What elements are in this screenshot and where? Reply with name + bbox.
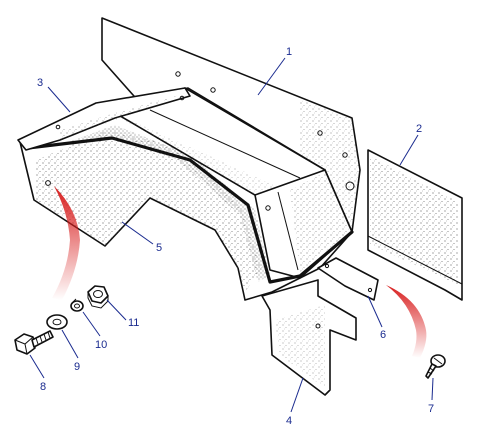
bracket-hole (324, 263, 330, 269)
bracket-hole (367, 287, 373, 293)
seal-strip (26, 136, 354, 284)
leader-11 (106, 299, 127, 321)
callout-5: 5 (156, 242, 162, 254)
moulding-hole (55, 124, 61, 130)
leader-2 (399, 134, 419, 166)
callout-4: 4 (286, 415, 292, 427)
rear-panel-hole (342, 152, 348, 158)
fit-direction-arrow (52, 186, 80, 300)
spring-washer-part-10 (70, 298, 84, 312)
rear-panel-hole (317, 130, 323, 136)
rear-panel-hole (210, 87, 216, 93)
screw-part-7 (425, 354, 446, 379)
callout-6: 6 (380, 329, 386, 341)
bolt-part-8 (14, 330, 54, 355)
callout-8: 8 (40, 381, 46, 393)
callout-7: 7 (428, 403, 434, 415)
side-flap-part-2 (367, 149, 463, 301)
nut-part-11 (87, 285, 109, 309)
leader-1 (257, 57, 286, 96)
fit-direction-arrow (386, 285, 427, 358)
flap-hole (315, 323, 321, 329)
leader-10 (82, 311, 101, 337)
wheel-arch-panel-part-5 (19, 87, 354, 301)
callout-9: 9 (74, 361, 80, 373)
leader-7 (431, 377, 434, 401)
leader-8 (29, 354, 45, 379)
leader-6 (367, 295, 383, 328)
mud-flap-part-4 (261, 279, 357, 396)
moulding-hole (179, 95, 185, 101)
callout-11: 11 (128, 317, 139, 329)
leader-3 (47, 86, 71, 113)
panel-hole (265, 205, 271, 211)
callout-1: 1 (286, 46, 292, 58)
leader-9 (61, 329, 79, 359)
rear-panel-grommet (345, 181, 355, 191)
bracket-part-6 (317, 257, 379, 301)
callout-10: 10 (95, 339, 107, 351)
callout-3: 3 (37, 77, 43, 89)
leader-4 (290, 377, 304, 413)
callout-labels: 1 2 3 4 5 6 7 8 9 10 11 (37, 46, 434, 427)
top-moulding-part-3 (17, 87, 191, 151)
panel-hole (45, 180, 51, 186)
callout-leaders (29, 57, 434, 413)
rear-panel-hole (175, 71, 181, 77)
washer-part-9 (46, 314, 68, 330)
callout-2: 2 (416, 123, 422, 135)
leader-5 (121, 221, 154, 245)
